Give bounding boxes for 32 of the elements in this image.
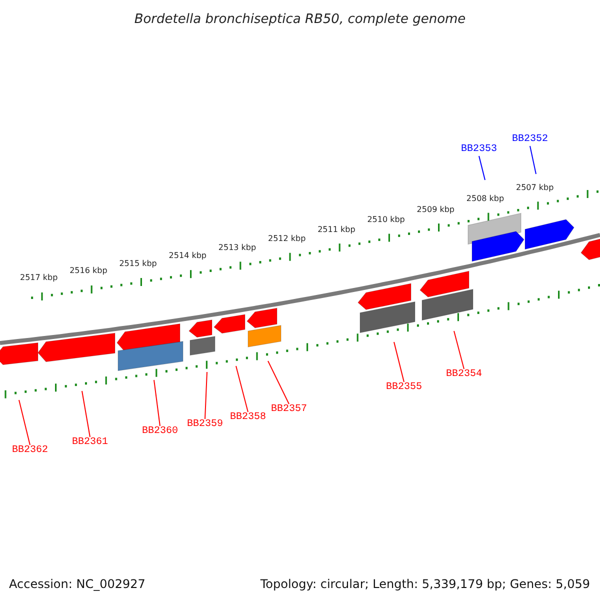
leader-line: [530, 146, 536, 174]
leader-line: [204, 372, 208, 420]
scale-label: 2508 kbp: [466, 194, 504, 204]
scale-label: 2510 kbp: [367, 214, 405, 225]
gene-label: BB2362: [7, 445, 53, 457]
gene-label: BB2361: [67, 437, 113, 449]
scale-label: 2512 kbp: [268, 234, 306, 244]
scale-label: 2509 kbp: [416, 204, 454, 215]
scale-label: 2513 kbp: [218, 242, 256, 253]
gene-label: BB2360: [137, 426, 183, 438]
gene-label: BB2355: [381, 382, 427, 394]
leader-line: [236, 366, 248, 412]
scale-label: 2507 kbp: [516, 182, 554, 193]
scale-label: 2516 kbp: [70, 266, 108, 276]
leader-line: [268, 360, 290, 404]
leader-line: [154, 380, 160, 426]
leader-line: [394, 342, 404, 382]
leader-line: [478, 156, 486, 180]
gene-label: BB2359: [182, 419, 228, 431]
scale-label: 2515 kbp: [119, 259, 157, 269]
gene-label: BB2352: [507, 134, 553, 146]
diagram-title: Bordetella bronchiseptica RB50, complete genome: [133, 11, 467, 29]
scale-label: 2511 kbp: [318, 224, 356, 235]
leader-line: [18, 400, 30, 446]
leader-line: [82, 390, 90, 438]
gene-label: BB2353: [456, 144, 502, 156]
genome-info-text: Topology: circular; Length: 5,339,179 bp; Genes: 5,059: [260, 576, 590, 593]
leader-line: [454, 330, 464, 370]
scale-label: 2517 kbp: [20, 273, 58, 284]
accession-text: Accession: NC_002927: [9, 576, 146, 593]
gene-label: BB2354: [441, 369, 487, 381]
scale-label: 2514 kbp: [168, 251, 206, 262]
